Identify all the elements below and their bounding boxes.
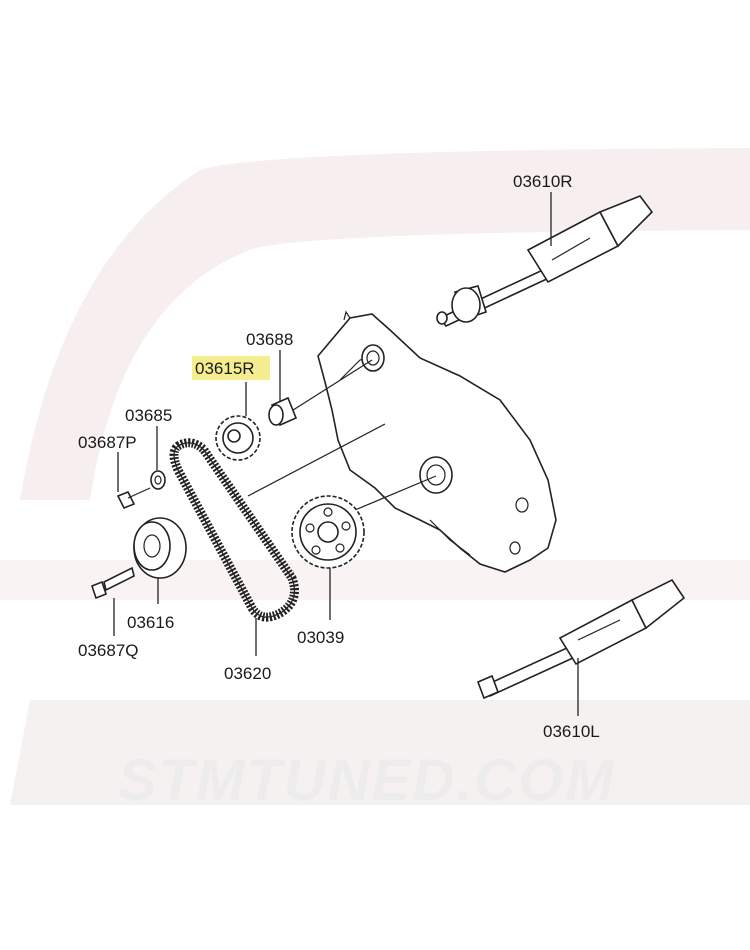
balance-shaft-left <box>476 578 686 700</box>
collar <box>268 396 298 427</box>
label-washer: 03685 <box>125 406 172 425</box>
label-tensioner: 03616 <box>127 613 174 632</box>
label-belt: 03620 <box>224 664 271 683</box>
label-sprocket-large: 03039 <box>297 628 344 647</box>
label-shaft-left: 03610L <box>543 722 600 741</box>
sprocket-small <box>215 415 261 461</box>
balance-shaft-right <box>436 195 654 327</box>
collar-axis <box>289 359 373 413</box>
engine-case <box>317 310 557 573</box>
watermark-text: STMTUNED.COM <box>118 748 616 813</box>
label-shaft-right: 03610R <box>513 172 573 191</box>
tensioner-pulley <box>133 517 187 579</box>
watermark-logo: STMTUNED.COM <box>0 148 750 813</box>
bolt-top <box>116 487 151 510</box>
washer <box>150 470 166 490</box>
label-sprocket-small: 03615R <box>195 359 255 378</box>
label-collar: 03688 <box>246 330 293 349</box>
sprocket-axis <box>354 475 437 511</box>
bolt-bottom <box>91 566 135 600</box>
belt-axis <box>247 423 386 497</box>
label-bolt-bottom: 03687Q <box>78 641 139 660</box>
label-highlight <box>192 356 270 380</box>
sprocket-large <box>291 495 365 569</box>
label-bolt-top: 03687P <box>78 433 137 452</box>
timing-belt <box>169 438 299 622</box>
